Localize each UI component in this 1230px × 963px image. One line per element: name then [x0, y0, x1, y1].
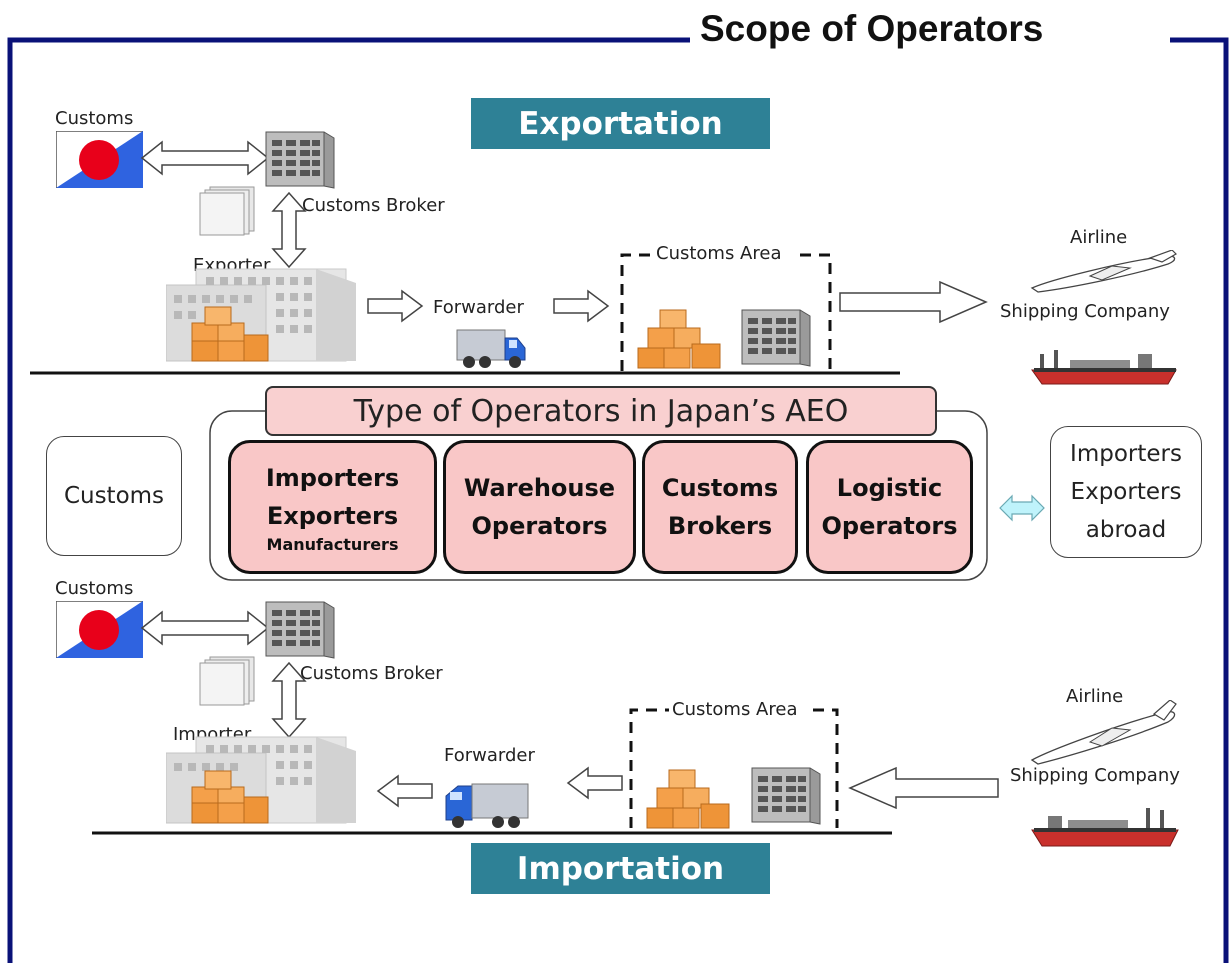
- office-building-icon: [265, 601, 335, 659]
- operator-line2: Brokers: [667, 512, 773, 540]
- cargo-boxes-icon: [646, 769, 730, 829]
- customs-side-box: Customs: [46, 436, 182, 556]
- factory-building-icon: [166, 736, 356, 824]
- exchange-arrow-icon: [140, 140, 270, 176]
- operator-logistic: Logistic Operators: [806, 440, 973, 574]
- operator-line2: Operators: [821, 512, 958, 540]
- foreign-operators-box: Importers Exporters abroad: [1050, 426, 1202, 558]
- operator-line1: Importers: [265, 464, 400, 492]
- operator-warehouse: Warehouse Operators: [443, 440, 636, 574]
- truck-icon: [445, 783, 529, 828]
- customs-area-boundary: [629, 708, 839, 828]
- vertical-exchange-arrow-icon: [271, 191, 307, 269]
- export-airline-label: Airline: [1070, 227, 1128, 248]
- ship-icon: [1031, 350, 1177, 385]
- exchange-arrow-icon: [140, 610, 270, 646]
- airplane-icon: [1030, 250, 1177, 293]
- flow-arrow-icon: [367, 289, 424, 323]
- import-ground-line: [92, 831, 892, 835]
- customs-area-boundary: [620, 253, 832, 371]
- mutual-recognition-arrow-icon: [999, 494, 1045, 522]
- operator-customs-brokers: Customs Brokers: [642, 440, 798, 574]
- flow-arrow-icon: [553, 289, 610, 323]
- flow-arrow-left-icon: [376, 774, 433, 808]
- import-forwarder-label: Forwarder: [444, 745, 535, 766]
- customs-side-label: Customs: [63, 483, 165, 509]
- aeo-header: Type of Operators in Japan’s AEO: [265, 386, 937, 436]
- import-broker-label: Customs Broker: [300, 663, 443, 684]
- ship-icon: [1031, 808, 1179, 847]
- export-forwarder-label: Forwarder: [433, 297, 524, 318]
- import-large-arrow-icon: [848, 766, 999, 810]
- foreign-line1: Importers: [1070, 441, 1182, 467]
- documents-icon: [199, 656, 255, 706]
- importation-banner: Importation: [471, 843, 770, 894]
- operator-line1: Logistic: [836, 474, 943, 502]
- exportation-banner: Exportation: [471, 98, 770, 149]
- truck-icon: [456, 329, 526, 368]
- export-large-arrow-icon: [839, 280, 988, 324]
- import-customs-area-label: Customs Area: [672, 699, 798, 720]
- export-broker-label: Customs Broker: [302, 195, 445, 216]
- operator-line2: Operators: [471, 512, 608, 540]
- export-shipping-label: Shipping Company: [1000, 301, 1170, 322]
- factory-building-icon: [166, 268, 356, 362]
- airplane-icon: [1030, 700, 1177, 765]
- customs-flag-icon: [56, 131, 143, 188]
- customs-flag-icon: [56, 601, 143, 658]
- operator-line2: Exporters: [266, 502, 399, 530]
- export-customs-label: Customs: [55, 108, 134, 129]
- office-building-icon: [265, 131, 335, 189]
- operator-sub: Manufacturers: [266, 535, 399, 554]
- foreign-line2: Exporters: [1070, 479, 1182, 505]
- flow-arrow-left-icon: [566, 766, 623, 800]
- operator-line1: Customs: [661, 474, 779, 502]
- import-shipping-label: Shipping Company: [1010, 765, 1180, 786]
- cargo-boxes-icon: [637, 309, 721, 369]
- import-airline-label: Airline: [1066, 686, 1124, 707]
- import-customs-label: Customs: [55, 578, 134, 599]
- warehouse-building-icon: [741, 309, 811, 367]
- foreign-line3: abroad: [1085, 517, 1167, 543]
- operator-importers-exporters: Importers Exporters Manufacturers: [228, 440, 437, 574]
- operator-line1: Warehouse: [463, 474, 616, 502]
- page-title: Scope of Operators: [700, 8, 1044, 49]
- vertical-exchange-arrow-icon: [271, 661, 307, 739]
- warehouse-building-icon: [751, 767, 821, 825]
- export-ground-line: [30, 371, 900, 375]
- documents-icon: [199, 186, 255, 236]
- export-customs-area-label: Customs Area: [656, 243, 782, 264]
